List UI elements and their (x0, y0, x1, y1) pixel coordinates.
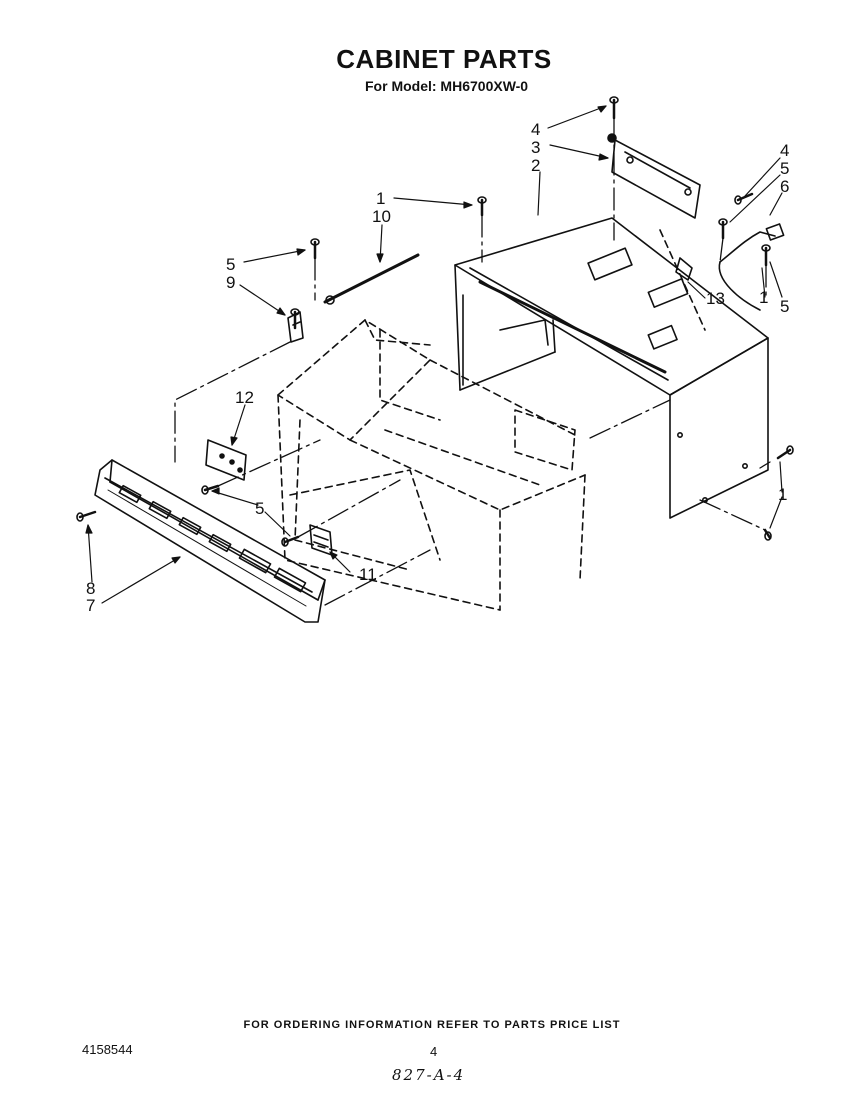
screw-bracket-side (734, 192, 754, 205)
screws (76, 96, 794, 547)
callout-6: 6 (780, 177, 789, 196)
screw-label-plate (201, 484, 220, 495)
callout-9: 9 (226, 273, 235, 292)
inner-cavity-frame (277, 319, 586, 611)
callout-12: 12 (235, 388, 254, 407)
callout-5-center: 5 (255, 499, 264, 518)
callout-1-right: 1 (778, 485, 787, 504)
callout-7: 7 (86, 596, 95, 615)
document-number: 4158544 (82, 1042, 133, 1057)
callout-1-top: 1 (376, 189, 385, 208)
screw-hinge (290, 308, 300, 330)
callout-10: 10 (372, 207, 391, 226)
alignment-lines (174, 117, 771, 606)
page-title: CABINET PARTS (336, 44, 552, 74)
screw-rod-left (310, 238, 320, 260)
callout-4-right: 4 (780, 141, 789, 160)
page-number: 4 (430, 1044, 438, 1059)
screw-shell-top (477, 196, 487, 217)
ordering-note: FOR ORDERING INFORMATION REFER TO PARTS … (243, 1019, 621, 1031)
screw-right-upper (776, 445, 794, 460)
callout-1-cord: 1 (759, 288, 768, 307)
callout-labels: 4 3 2 4 5 6 1 10 5 9 13 1 5 12 5 11 8 7 … (86, 120, 789, 615)
callout-2: 2 (531, 156, 540, 175)
leader-lines (85, 105, 783, 604)
callout-11: 11 (359, 565, 377, 584)
rear-bracket (607, 133, 701, 219)
screw-right-lower (763, 528, 772, 541)
small-plate (309, 524, 333, 556)
callout-4-top: 4 (531, 120, 540, 139)
callout-8: 8 (86, 579, 95, 598)
screw-cord-left (718, 218, 728, 240)
screw-center (281, 535, 300, 547)
outer-cabinet-shell (454, 217, 769, 519)
screw-top-bracket (609, 96, 619, 120)
power-cord (659, 223, 785, 331)
screw-panel-left (76, 510, 97, 522)
callout-5-right: 5 (780, 159, 789, 178)
label-plate (205, 439, 247, 481)
handwritten-code: 827-A-4 (392, 1066, 466, 1084)
support-rod (323, 253, 420, 305)
callout-3: 3 (531, 138, 540, 157)
model-subtitle: For Model: MH6700XW-0 (365, 78, 529, 94)
callout-5-cord: 5 (780, 297, 789, 316)
screw-cord-right (761, 244, 771, 267)
callout-5-left: 5 (226, 255, 235, 274)
front-control-panel (94, 459, 326, 623)
callout-13: 13 (706, 289, 725, 308)
